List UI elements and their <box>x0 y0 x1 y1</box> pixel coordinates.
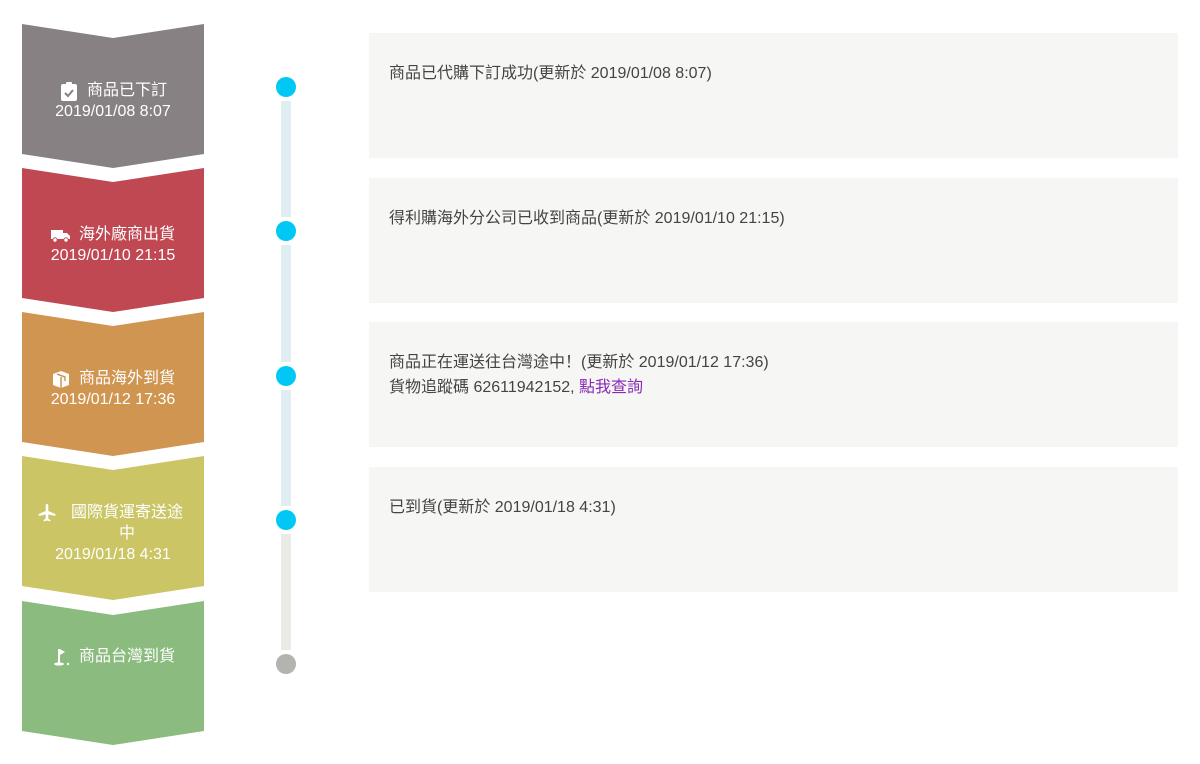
timeline-segment <box>281 101 291 217</box>
timeline-segment <box>281 245 291 362</box>
flag-icon <box>53 649 70 666</box>
status-card: 已到貨(更新於 2019/01/18 4:31) <box>369 467 1178 592</box>
tracking-query-link[interactable]: 點我查詢 <box>579 379 644 396</box>
step-ordered: 商品已下訂 2019/01/08 8:07 <box>22 24 204 168</box>
step-label: 國際貨運寄送途中 <box>70 503 183 542</box>
step-label: 商品海外到貨 <box>78 370 175 387</box>
status-text: 商品已代購下訂成功(更新於 2019/01/08 8:07) <box>389 65 712 82</box>
timeline-dot-inactive <box>276 654 296 674</box>
step-arrived-overseas: 商品海外到貨 2019/01/12 17:36 <box>22 312 204 456</box>
step-label: 海外廠商出貨 <box>78 226 175 243</box>
step-label: 商品已下訂 <box>86 82 167 99</box>
timeline-dot-active <box>276 221 296 241</box>
step-time: 2019/01/18 4:31 <box>55 545 171 563</box>
step-shipped: 海外廠商出貨 2019/01/10 21:15 <box>22 168 204 312</box>
status-text: 商品正在運送往台灣途中！(更新於 2019/01/12 17:36) <box>389 354 769 371</box>
timeline-dot-active <box>276 77 296 97</box>
step-arrived-taiwan: 商品台灣到貨 <box>22 601 204 745</box>
tracking-number: 貨物追蹤碼 62611942152, <box>389 379 580 396</box>
clipboard-check-icon <box>60 82 77 101</box>
timeline-dot-active <box>276 366 296 386</box>
step-time: 2019/01/08 8:07 <box>55 103 171 120</box>
step-time: 2019/01/12 17:36 <box>50 391 176 408</box>
status-text: 得利購海外分公司已收到商品(更新於 2019/01/10 21:15) <box>389 210 785 227</box>
status-text: 已到貨(更新於 2019/01/18 4:31) <box>389 499 616 516</box>
status-card: 商品正在運送往台灣途中！(更新於 2019/01/12 17:36) 貨物追蹤碼… <box>369 322 1178 447</box>
package-icon <box>52 371 69 388</box>
step-time: 2019/01/10 21:15 <box>50 247 176 264</box>
step-label: 商品台灣到貨 <box>78 648 175 665</box>
timeline-segment <box>281 390 291 506</box>
status-card: 得利購海外分公司已收到商品(更新於 2019/01/10 21:15) <box>369 178 1178 303</box>
status-card: 商品已代購下訂成功(更新於 2019/01/08 8:07) <box>369 33 1178 158</box>
truck-icon <box>50 230 70 243</box>
airplane-icon <box>38 503 55 521</box>
timeline-segment <box>281 534 291 650</box>
timeline-dot-active <box>276 510 296 530</box>
step-in-transit: 國際貨運寄送途中 2019/01/18 4:31 <box>22 456 204 600</box>
